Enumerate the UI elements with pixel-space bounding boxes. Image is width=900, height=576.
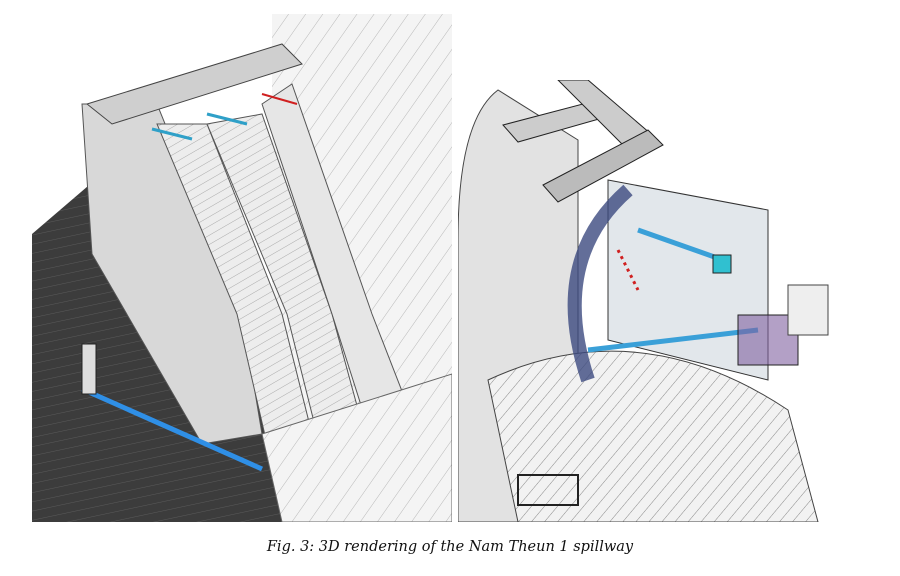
gate-chamber — [607, 179, 769, 381]
radial-gate-face — [567, 184, 633, 383]
gate-arm — [587, 327, 759, 353]
gallery-shaft — [81, 343, 97, 395]
hoist-cylinder — [712, 254, 732, 274]
stepped-chute — [487, 350, 819, 522]
gate-arm-1 — [151, 127, 193, 141]
gallery-pipe — [80, 386, 264, 472]
spillway-overview-render — [32, 14, 452, 522]
radial-gate-cutaway-render — [458, 80, 829, 522]
figure-caption: Fig. 3: 3D rendering of the Nam Theun 1 … — [266, 539, 634, 555]
gate-arm-upper — [637, 227, 724, 263]
gate-arm-3 — [261, 93, 298, 105]
side-beam — [787, 284, 829, 336]
bridge-deck — [85, 43, 303, 125]
bridge-beams — [502, 80, 664, 203]
foundation-base — [261, 373, 452, 522]
gate-arm-2 — [206, 112, 248, 126]
gate-highlight-red — [616, 249, 640, 291]
downstream-conduit — [517, 474, 579, 506]
